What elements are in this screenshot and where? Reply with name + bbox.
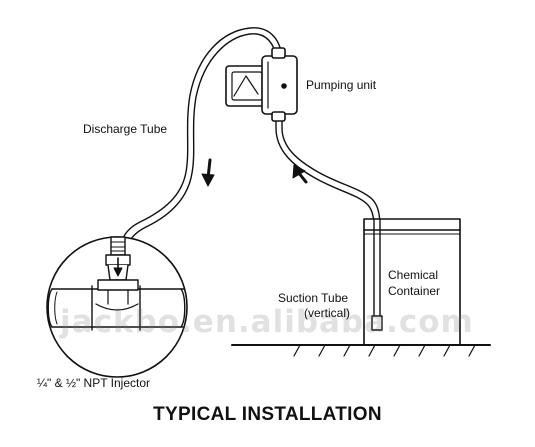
chemical-label: Chemical bbox=[388, 268, 439, 282]
diagram-title: TYPICAL INSTALLATION bbox=[153, 404, 382, 425]
suction-tube bbox=[275, 113, 381, 323]
watermark: jackbo.en.alibaba.com bbox=[60, 304, 474, 340]
pumping-unit bbox=[225, 47, 298, 122]
injector-detail bbox=[46, 236, 188, 378]
injector-label: ¼" & ½" NPT Injector bbox=[37, 376, 151, 390]
discharge-tube-label: Discharge Tube bbox=[83, 122, 168, 136]
container-label: Container bbox=[388, 284, 441, 298]
chemical-container bbox=[363, 218, 461, 346]
ground-line bbox=[231, 344, 491, 357]
suction-tube-vertical-label: (vertical) bbox=[304, 306, 351, 320]
pumping-unit-label: Pumping unit bbox=[306, 78, 377, 92]
suction-tube-label: Suction Tube bbox=[278, 291, 349, 305]
discharge-flow-arrow bbox=[201, 158, 215, 187]
suction-flow-arrow bbox=[292, 164, 308, 184]
discharge-tube bbox=[120, 27, 283, 249]
